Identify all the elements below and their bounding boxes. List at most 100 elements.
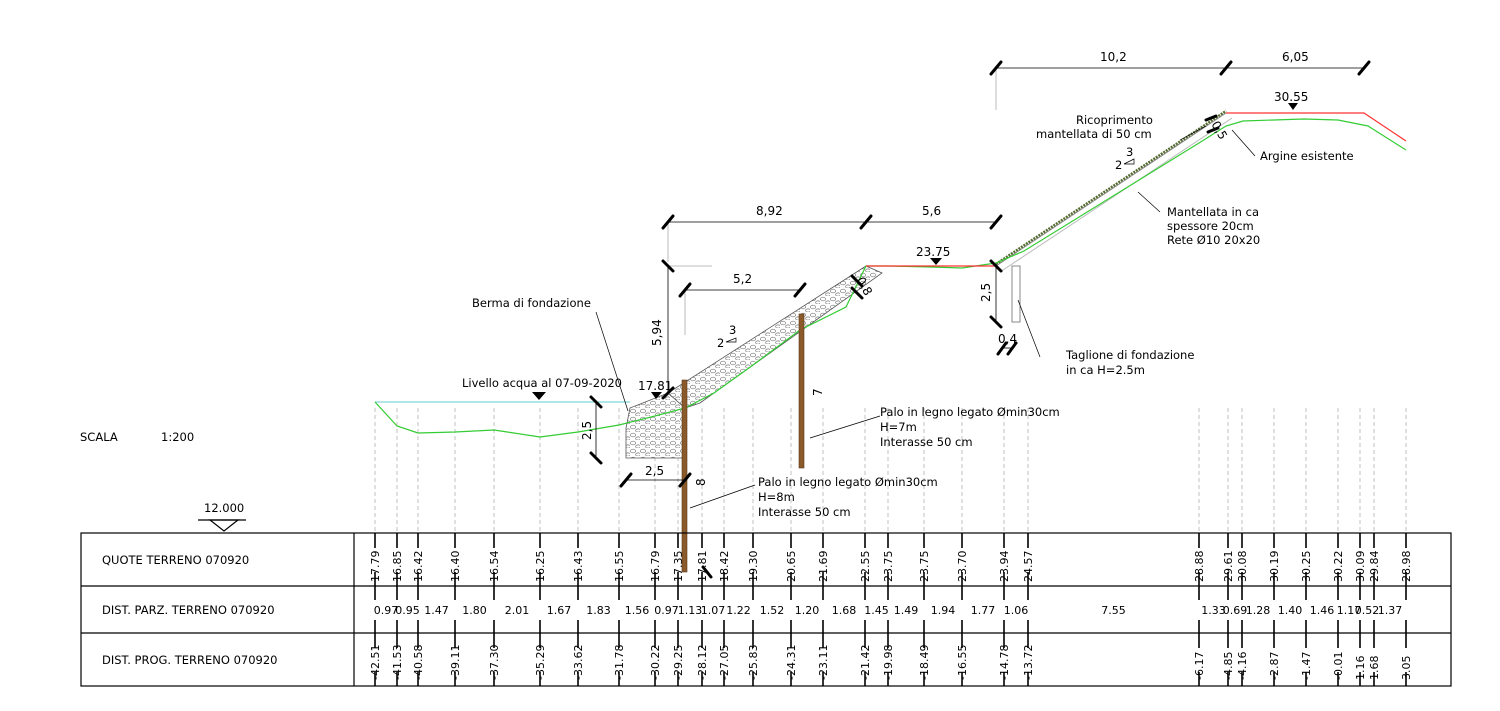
slope-right-horizontal: 2 bbox=[1115, 158, 1122, 172]
quote-value: 28.98 bbox=[1400, 551, 1413, 583]
parz-value: 0.95 bbox=[395, 604, 420, 617]
parz-value: 0.97 bbox=[374, 604, 399, 617]
prog-value: -2.87 bbox=[1268, 652, 1281, 680]
quote-value: 24.57 bbox=[1022, 551, 1035, 583]
crest-elevation: 30.55 bbox=[1274, 90, 1308, 104]
crest-elevation-marker bbox=[1288, 103, 1298, 110]
quote-value: 16.79 bbox=[649, 551, 662, 583]
quote-value: 30.22 bbox=[1332, 551, 1345, 583]
berm-elevation-marker bbox=[930, 258, 942, 265]
parz-value: 0.52 bbox=[1355, 604, 1380, 617]
parz-value: 1.46 bbox=[1310, 604, 1335, 617]
prog-value: -4.16 bbox=[1236, 652, 1249, 680]
taglione-label-2: in ca H=2.5m bbox=[1066, 363, 1145, 377]
dim-10-2: 10,2 bbox=[1100, 50, 1127, 64]
quote-value: 22.55 bbox=[859, 551, 872, 583]
quote-value: 30.09 bbox=[1354, 551, 1367, 583]
parz-value: 1.07 bbox=[701, 604, 726, 617]
parz-value: 1.17 bbox=[1337, 604, 1362, 617]
quote-value: 16.54 bbox=[488, 551, 501, 583]
prog-value: -40.58 bbox=[412, 645, 425, 680]
quote-value: 16.43 bbox=[572, 551, 585, 583]
parz-value: 1.45 bbox=[864, 604, 889, 617]
parz-value: 1.22 bbox=[726, 604, 751, 617]
quote-value: 16.40 bbox=[449, 551, 462, 583]
prog-value: -4.85 bbox=[1222, 652, 1235, 680]
dim-5-2: 5,2 bbox=[733, 272, 752, 286]
parz-value: 1.52 bbox=[760, 604, 785, 617]
palo8-label-1: Palo in legno legato Ømin30cm bbox=[758, 475, 938, 489]
slope-triangle-left bbox=[725, 337, 737, 343]
parz-value: 1.33 bbox=[1201, 604, 1226, 617]
dim-7: 7 bbox=[811, 388, 825, 396]
berma-label: Berma di fondazione bbox=[472, 296, 591, 310]
parz-value: 1.13 bbox=[678, 604, 703, 617]
quote-value: 23.75 bbox=[882, 551, 895, 583]
palo7-label-3: Interasse 50 cm bbox=[880, 435, 973, 449]
parz-value: 1.20 bbox=[795, 604, 820, 617]
parz-value: 1.68 bbox=[832, 604, 857, 617]
palo7-label-2: H=7m bbox=[880, 420, 917, 434]
parz-value: 1.49 bbox=[894, 604, 919, 617]
existing-terrain-line bbox=[374, 118, 1407, 438]
parz-value: 1.56 bbox=[625, 604, 650, 617]
scale-label: SCALA bbox=[80, 430, 118, 444]
prog-value: -23.11 bbox=[817, 645, 830, 680]
mantellata-label-3: Rete Ø10 20x20 bbox=[1167, 233, 1260, 247]
palo8-label-3: Interasse 50 cm bbox=[758, 505, 851, 519]
scale-value: 1:200 bbox=[161, 430, 194, 444]
prog-value: -1.47 bbox=[1300, 652, 1313, 680]
prog-value: -25.83 bbox=[747, 645, 760, 680]
pile-7m bbox=[798, 313, 805, 469]
parz-value: 1.77 bbox=[971, 604, 996, 617]
parz-value: 1.80 bbox=[462, 604, 487, 617]
berm-elevation: 23.75 bbox=[916, 245, 950, 259]
palo8-label-2: H=8m bbox=[758, 490, 795, 504]
row-header-parz: DIST. PARZ. TERRENO 070920 bbox=[102, 603, 275, 617]
toe-elevation: 17.81 bbox=[638, 379, 672, 393]
parz-value: 1.37 bbox=[1378, 604, 1403, 617]
dim-5-6: 5,6 bbox=[922, 204, 941, 218]
quote-value: 23.70 bbox=[956, 551, 969, 583]
dim-5-94: 5,94 bbox=[650, 319, 664, 346]
prog-value: -42.51 bbox=[369, 645, 382, 680]
dim-6-05: 6,05 bbox=[1282, 50, 1309, 64]
ricoprimento-label-2: mantellata di 50 cm bbox=[1036, 127, 1152, 141]
dim-2-5-right: 2,5 bbox=[979, 283, 993, 302]
prog-value: -37.30 bbox=[488, 645, 501, 680]
quote-value: 16.25 bbox=[534, 551, 547, 583]
prog-value: -41.53 bbox=[391, 645, 404, 680]
quote-value: 16.55 bbox=[613, 551, 626, 583]
quote-value: 29.61 bbox=[1222, 551, 1235, 583]
prog-value: -30.22 bbox=[649, 645, 662, 680]
prog-value: -28.12 bbox=[696, 645, 709, 680]
parz-value: 2.01 bbox=[505, 604, 530, 617]
quote-value: 21.69 bbox=[817, 551, 830, 583]
prog-value: 1.16 bbox=[1354, 656, 1367, 681]
pile-8m bbox=[681, 379, 688, 573]
palo7-label-1: Palo in legno legato Ømin30cm bbox=[880, 405, 1060, 419]
dim-0-4: 0,4 bbox=[998, 332, 1017, 346]
mantellata-lining bbox=[995, 112, 1227, 267]
taglione-cutoff-wall bbox=[1011, 265, 1021, 323]
mantellata-lining-inner bbox=[999, 117, 1233, 273]
water-level-label: Livello acqua al 07-09-2020 bbox=[462, 376, 622, 390]
parz-value: 1.06 bbox=[1004, 604, 1029, 617]
prog-value: 3.05 bbox=[1400, 656, 1413, 681]
parz-value: 0.97 bbox=[654, 604, 679, 617]
prog-value: -16.55 bbox=[956, 645, 969, 680]
prog-value: -27.05 bbox=[718, 645, 731, 680]
slope-left-horizontal: 2 bbox=[717, 336, 724, 350]
quote-value: 16.42 bbox=[412, 551, 425, 583]
datum-marker bbox=[208, 519, 240, 532]
slope-left-vertical: 3 bbox=[729, 323, 736, 337]
quote-value: 18.42 bbox=[718, 551, 731, 583]
parz-value: 7.55 bbox=[1101, 604, 1126, 617]
dim-8: 8 bbox=[694, 478, 708, 486]
prog-value: -13.72 bbox=[1022, 645, 1035, 680]
parz-value: 1.83 bbox=[586, 604, 611, 617]
slope-triangle-right bbox=[1123, 158, 1135, 165]
prog-value: -14.78 bbox=[998, 645, 1011, 680]
quote-value: 17.81 bbox=[696, 551, 709, 583]
row-header-quote: QUOTE TERRENO 070920 bbox=[102, 553, 249, 567]
